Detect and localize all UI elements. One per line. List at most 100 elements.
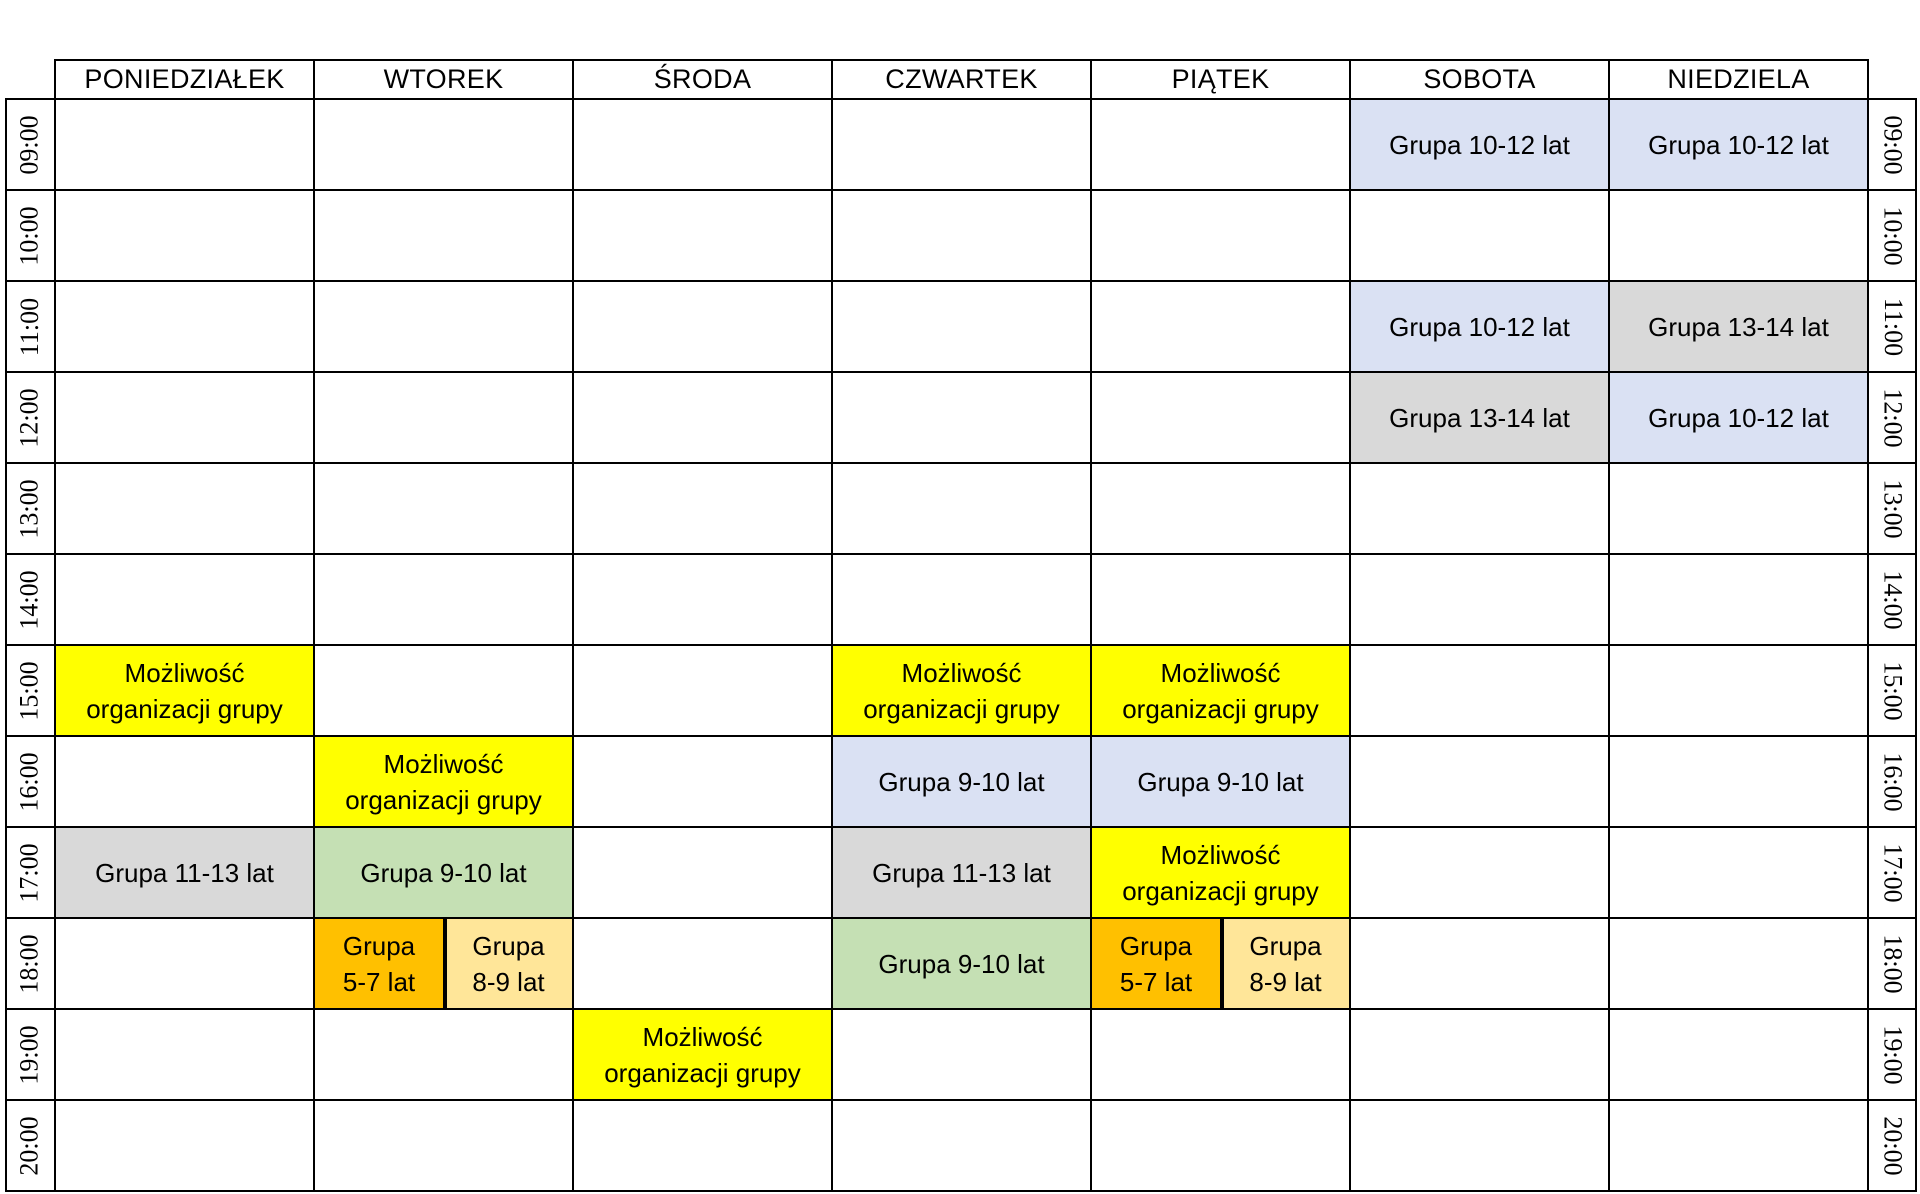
grid-line: [1349, 826, 1610, 919]
schedule-event: Grupa 9-10 lat: [832, 736, 1091, 827]
grid-line: [1090, 1099, 1351, 1192]
grid-line: [5, 1099, 56, 1192]
event-label: Grupa 10-12 lat: [1648, 402, 1829, 433]
schedule-event: Grupa 10-12 lat: [1609, 372, 1868, 463]
grid-line: [1608, 59, 1869, 100]
event-label: organizacji grupy: [345, 784, 542, 815]
grid-line: [1867, 98, 1917, 191]
grid-line: [1349, 644, 1610, 737]
grid-line: [831, 280, 1092, 373]
grid-line: [5, 553, 56, 646]
day-header: PONIEDZIAŁEK: [84, 64, 285, 94]
grid-line: [1608, 98, 1869, 191]
grid-line: [1867, 280, 1917, 373]
grid-line: [1349, 1099, 1610, 1192]
grid-line: [572, 462, 833, 555]
event-label: Grupa 10-12 lat: [1389, 311, 1570, 342]
event-label: 5-7 lat: [1119, 966, 1193, 997]
event-label: organizacji grupy: [1122, 693, 1319, 724]
event-label: Możliwość: [383, 748, 504, 779]
grid-line: [313, 462, 574, 555]
grid-line: [313, 735, 574, 828]
grid-line: [313, 371, 574, 464]
grid-line: [1867, 826, 1917, 919]
grid-line: [54, 462, 315, 555]
grid-line: [1608, 735, 1869, 828]
grid-line: [1608, 371, 1869, 464]
grid-line: [54, 280, 315, 373]
grid-line: [831, 735, 1092, 828]
event-label: Grupa: [1249, 930, 1322, 961]
grid-line: [1867, 189, 1917, 282]
schedule-event: Grupa 13-14 lat: [1350, 372, 1609, 463]
grid-line: [313, 98, 574, 191]
schedule-event: Grupa 11-13 lat: [55, 827, 314, 918]
event-label: Grupa: [472, 930, 545, 961]
event-label: Możliwość: [1160, 839, 1281, 870]
grid-line: [1090, 98, 1351, 191]
grid-line: [5, 280, 56, 373]
grid-line: [5, 189, 56, 282]
grid-line: [54, 1099, 315, 1192]
grid-line: [313, 59, 574, 100]
grid-line: [831, 371, 1092, 464]
grid-line: [1349, 917, 1610, 1010]
day-header: WTOREK: [383, 64, 504, 94]
grid-line: [313, 553, 574, 646]
grid-line: [313, 1099, 574, 1192]
grid-line: [313, 280, 574, 373]
event-label: Grupa 13-14 lat: [1389, 402, 1570, 433]
grid-line: [1867, 735, 1917, 828]
schedule-event: Grupa 10-12 lat: [1350, 99, 1609, 190]
grid-line: [1608, 553, 1869, 646]
grid-line: [1090, 371, 1351, 464]
grid-line: [1349, 371, 1610, 464]
grid-line: [831, 644, 1092, 737]
schedule-event: Grupa 10-12 lat: [1350, 281, 1609, 372]
grid-line: [572, 189, 833, 282]
grid-line: [1349, 59, 1610, 100]
schedule-event: Grupa 9-10 lat: [832, 918, 1091, 1009]
event-label: organizacji grupy: [1122, 875, 1319, 906]
grid-line: [1608, 280, 1869, 373]
grid-line: [1220, 917, 1224, 1010]
grid-line: [1090, 644, 1351, 737]
grid-line: [5, 735, 56, 828]
grid-line: [572, 1099, 833, 1192]
grid-line: [831, 826, 1092, 919]
grid-line: [1349, 280, 1610, 373]
event-label: Grupa 11-13 lat: [95, 857, 274, 888]
grid-line: [313, 644, 574, 737]
grid-line: [1090, 59, 1351, 100]
grid-line: [54, 735, 315, 828]
grid-line: [1090, 462, 1351, 555]
event-label: Możliwość: [901, 657, 1022, 688]
grid-line: [313, 826, 574, 919]
grid-line: [1349, 553, 1610, 646]
event-label: Możliwość: [642, 1021, 763, 1052]
grid-line: [1867, 371, 1917, 464]
grid-line: [572, 280, 833, 373]
grid-line: [54, 917, 315, 1010]
event-label: Możliwość: [124, 657, 245, 688]
grid-line: [831, 98, 1092, 191]
grid-line: [1349, 735, 1610, 828]
grid-line: [1349, 462, 1610, 555]
grid-line: [1867, 644, 1917, 737]
grid-line: [1608, 1008, 1869, 1101]
event-label: Grupa 9-10 lat: [1137, 766, 1304, 797]
grid-line: [1349, 189, 1610, 282]
grid-line: [443, 917, 447, 1010]
grid-line: [572, 917, 833, 1010]
day-header: NIEDZIELA: [1667, 64, 1810, 94]
grid-line: [1867, 1008, 1917, 1101]
grid-line: [1867, 462, 1917, 555]
grid-line: [1349, 1008, 1610, 1101]
grid-line: [1608, 917, 1869, 1010]
event-label: Grupa 10-12 lat: [1648, 129, 1829, 160]
grid-line: [54, 98, 315, 191]
